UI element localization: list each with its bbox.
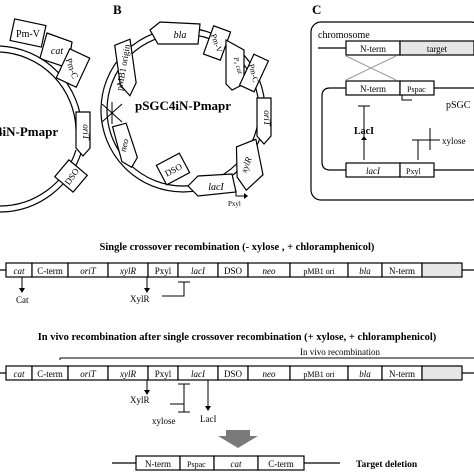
iv-product-laci: LacI bbox=[200, 414, 216, 424]
iv-segment-11 bbox=[421, 365, 463, 381]
sc-segment-label-5: lacI bbox=[191, 266, 206, 276]
orit-label: oriT bbox=[81, 124, 91, 141]
deletion-label: Target deletion bbox=[356, 460, 418, 470]
iv-product-xylr: XylR bbox=[130, 395, 150, 405]
iv-segment-label-0: cat bbox=[14, 369, 25, 379]
feature-pspac-cat: P₀ cat bbox=[225, 38, 245, 91]
sc-segment-label-8: pMB1 ori bbox=[303, 267, 335, 276]
c-pxyl-label: Pxyl bbox=[406, 167, 421, 176]
single-crossover-products: Cat XylR bbox=[16, 277, 190, 305]
plasmid-a-name: 4iN-Pmapr bbox=[0, 124, 58, 139]
feature-pmc-b: Pm-C bbox=[238, 53, 270, 93]
neo-label: neo bbox=[118, 137, 131, 153]
c-nterm-top-label: N-term bbox=[360, 44, 386, 54]
c-target-label: target bbox=[427, 44, 448, 54]
iv-segment-label-8: pMB1 ori bbox=[303, 370, 335, 379]
del-cat-label: cat bbox=[231, 459, 242, 469]
cat-label: cat bbox=[51, 46, 63, 57]
c-pspac bbox=[399, 80, 435, 96]
c-target bbox=[399, 40, 474, 56]
c-laci-gene-label: lacI bbox=[366, 166, 381, 176]
feature-neo: neo bbox=[111, 122, 139, 169]
feature-pxyl: Pxyl bbox=[228, 190, 248, 208]
feature-dso-b: DSO bbox=[155, 152, 191, 186]
feature-pmc: Pm-C bbox=[55, 48, 91, 88]
panel-c: chromosome N-term target N-term Pspac pS… bbox=[310, 21, 474, 201]
down-arrow bbox=[218, 430, 258, 448]
c-pspac-label: Pspac bbox=[407, 85, 426, 94]
sc-segment-label-1: C-term bbox=[37, 266, 63, 276]
laci-label: lacI bbox=[208, 182, 224, 193]
product-cat: Cat bbox=[16, 295, 29, 305]
feature-xylr: xylR bbox=[235, 138, 264, 192]
c-xylose: xylose bbox=[442, 136, 466, 146]
pxyl-label: Pxyl bbox=[228, 200, 241, 208]
plasmid-b-name: pSGC4iN-Pmapr bbox=[135, 98, 231, 113]
feature-dso: DSO bbox=[53, 159, 89, 193]
iv-segment-label-7: neo bbox=[263, 369, 276, 379]
single-crossover-title: Single crossover recombination (- xylose… bbox=[100, 242, 375, 253]
sc-segment-label-10: N-term bbox=[389, 266, 415, 276]
panel-label-b: B bbox=[113, 2, 122, 17]
del-pspac-label: Pspac bbox=[187, 460, 206, 469]
in-vivo-bracket: In vivo recombination bbox=[59, 347, 474, 360]
del-cterm bbox=[257, 455, 305, 471]
sc-segment-label-6: DSO bbox=[224, 266, 243, 276]
in-vivo-title: In vivo recombination after single cross… bbox=[38, 332, 437, 343]
iv-segment-label-2: oriT bbox=[80, 369, 97, 379]
sc-segment-label-9: bla bbox=[359, 266, 371, 276]
c-psgc-label: pSGC bbox=[446, 100, 471, 111]
pmv-label: Pm-V bbox=[16, 29, 41, 40]
iv-segment-label-9: bla bbox=[359, 369, 371, 379]
sc-segment-label-7: neo bbox=[263, 266, 276, 276]
iv-segment-label-1: C-term bbox=[37, 369, 63, 379]
feature-pmv-b: Pm-V bbox=[202, 25, 232, 61]
iv-segment-label-10: N-term bbox=[389, 369, 415, 379]
feature-laci: lacI bbox=[187, 173, 237, 197]
feature-pmb1-origin: pMB1 origin bbox=[114, 38, 137, 97]
deletion-map: N-term Pspac cat C-term Target deletion bbox=[112, 455, 418, 471]
iv-segment-label-6: DSO bbox=[224, 369, 243, 379]
plasmid-b: bla Pm-V P₀ cat Pm-C pMB1 origin oriT bbox=[100, 21, 272, 208]
sc-segment-11 bbox=[421, 262, 463, 278]
panel-label-c: C bbox=[312, 2, 321, 17]
feature-pmv: Pm-V bbox=[9, 18, 47, 48]
feature-bla: bla bbox=[149, 21, 201, 45]
feature-orit: oriT bbox=[75, 111, 91, 157]
chromosome-label: chromosome bbox=[318, 30, 370, 41]
sc-segment-label-4: Pxyl bbox=[155, 266, 172, 276]
c-pxyl bbox=[399, 162, 435, 178]
iv-segment-label-3: xylR bbox=[119, 369, 136, 379]
in-vivo-products: XylR xylose LacI bbox=[130, 380, 216, 426]
iv-segment-label-5: lacI bbox=[191, 369, 206, 379]
feature-cat: cat bbox=[39, 32, 73, 69]
crossover-marks bbox=[101, 102, 123, 124]
product-xylr: XylR bbox=[130, 294, 150, 304]
iv-segment-label-4: Pxyl bbox=[155, 369, 172, 379]
sc-segment-label-2: oriT bbox=[80, 266, 97, 276]
bla-label: bla bbox=[174, 30, 187, 41]
in-vivo-map: cat C-term oriT xylR Pxyl lacI DSO neo pMB1 ori b… bbox=[0, 365, 474, 381]
iv-xylose: xylose bbox=[152, 416, 176, 426]
feature-orit-b: oriT bbox=[256, 97, 272, 145]
c-nterm-mid-label: N-term bbox=[360, 84, 386, 94]
orit-b-label: oriT bbox=[262, 110, 272, 127]
del-cterm-label: C-term bbox=[268, 459, 294, 469]
in-vivo-bracket-label: In vivo recombination bbox=[300, 347, 380, 357]
plasmid-a: Pm-V cat Pm-C oriT DSO 4iN-Pmapr bbox=[0, 18, 91, 213]
sc-segment-label-0: cat bbox=[14, 266, 25, 276]
single-crossover-map: cat C-term oriT xylR Pxyl lacI DSO neo pMB1 ori b… bbox=[0, 262, 474, 278]
del-nterm-label: N-term bbox=[145, 459, 171, 469]
sc-segment-label-3: xylR bbox=[119, 266, 136, 276]
